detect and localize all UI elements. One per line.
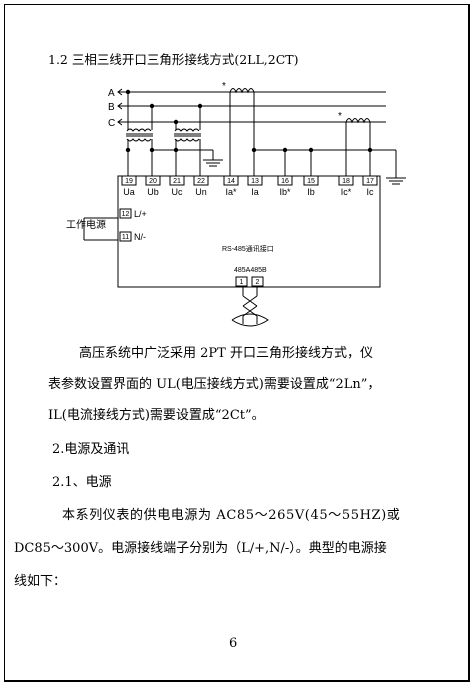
rs485-pin-1: 1 bbox=[240, 279, 244, 286]
ct-c-coil bbox=[345, 118, 371, 124]
terminal-num-19: 19 bbox=[125, 178, 133, 185]
terminal-num-12: 12 bbox=[122, 211, 130, 218]
terminal-label-ic: Ic bbox=[366, 187, 374, 197]
pt1-primary-coil bbox=[126, 128, 152, 132]
terminal-label-ub: Ub bbox=[147, 187, 159, 197]
terminal-num-22: 22 bbox=[197, 178, 205, 185]
pt2-primary-coil bbox=[174, 128, 200, 132]
terminal-num-18: 18 bbox=[342, 178, 350, 185]
phase-label-b: B bbox=[108, 102, 115, 113]
rs485-pins-label: 485A485B bbox=[234, 267, 267, 274]
pt1-secondary-coil bbox=[126, 138, 152, 142]
paragraph2-line1: 本系列仪表的供电电源为 AC85～265V(45～55HZ)或 bbox=[62, 508, 401, 523]
terminal-label-ib-star: Ib* bbox=[279, 187, 291, 197]
terminal-num-16: 16 bbox=[281, 178, 289, 185]
paragraph2-line2: DC85～300V。电源接线端子分别为（L/+,N/-）。典型的电源接 bbox=[14, 541, 387, 556]
terminal-label-ib: Ib bbox=[307, 187, 315, 197]
terminal-num-13: 13 bbox=[251, 178, 259, 185]
terminal-label-ua: Ua bbox=[123, 187, 135, 197]
terminal-num-21: 21 bbox=[173, 178, 181, 185]
terminal-num-20: 20 bbox=[149, 178, 157, 185]
terminal-label-uc: Uc bbox=[172, 187, 183, 197]
paragraph1-line3: IL(电流接线方式)需要设置成“2Ct”。 bbox=[48, 408, 265, 423]
paragraph1-line1: 高压系统中广泛采用 2PT 开口三角形接线方式，仪 bbox=[79, 346, 373, 361]
terminal-num-17: 17 bbox=[366, 178, 374, 185]
power-terminal-label-n: N/- bbox=[134, 232, 146, 242]
power-terminal-label-l: L/+ bbox=[134, 209, 147, 219]
power-supply-label: 工作电源 bbox=[66, 218, 106, 231]
terminal-label-ia: Ia bbox=[251, 187, 259, 197]
ct-a-marker: * bbox=[222, 81, 226, 92]
page-border-shadow-right bbox=[468, 4, 470, 681]
junction-dots bbox=[125, 89, 373, 153]
pt2-secondary-coil bbox=[174, 138, 200, 142]
heading-power-comm: 2.电源及通讯 bbox=[52, 442, 130, 457]
terminal-num-11: 11 bbox=[122, 234, 129, 241]
rs485-port-label: RS-485通讯接口 bbox=[222, 244, 274, 253]
ct-a-coil bbox=[229, 88, 255, 94]
heading-power: 2.1、电源 bbox=[52, 475, 112, 490]
terminal-num-15: 15 bbox=[307, 178, 315, 185]
rs485-pin-2: 2 bbox=[256, 279, 260, 286]
ct-c-marker: * bbox=[338, 111, 342, 122]
rs485-shield bbox=[231, 313, 269, 327]
rs485-twisted-pair bbox=[242, 295, 258, 317]
phase-label-c: C bbox=[108, 118, 115, 129]
section-title: 1.2 三相三线开口三角形接线方式(2LL,2CT) bbox=[48, 52, 299, 67]
page-border-shadow-bottom bbox=[5, 680, 470, 682]
terminal-label-un: Un bbox=[195, 187, 207, 197]
terminal-num-14: 14 bbox=[227, 178, 235, 185]
terminal-label-ia-star: Ia* bbox=[225, 187, 237, 197]
paragraph1-line2: 表参数设置界面的 UL(电压接线方式)需要设置成“2Ln”， bbox=[48, 377, 381, 392]
phase-label-a: A bbox=[108, 88, 115, 99]
terminal-label-ic-star: Ic* bbox=[341, 187, 352, 197]
wiring-diagram: A B C * * 19 20 21 22 14 13 16 15 18 17 … bbox=[66, 81, 406, 327]
page-number: 6 bbox=[229, 636, 238, 651]
paragraph2-line3: 线如下： bbox=[14, 574, 67, 589]
